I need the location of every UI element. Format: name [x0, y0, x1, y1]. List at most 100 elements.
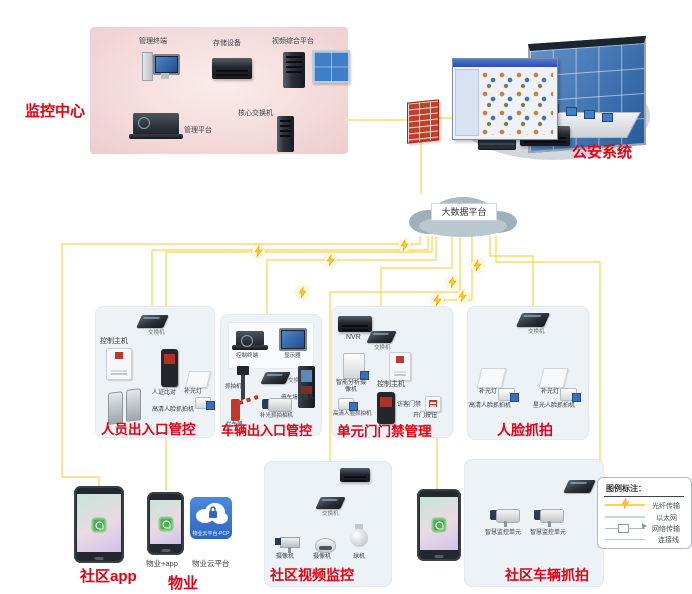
firewall-icon	[407, 99, 439, 144]
display-monitor-icon	[279, 328, 307, 351]
fill-light-icon	[184, 371, 212, 388]
legend-network-label: 网络传输	[652, 526, 680, 533]
switch-icon	[260, 372, 291, 384]
visitor-access-panel-icon	[377, 392, 395, 424]
police-desk-monitor	[584, 110, 595, 119]
legend-fiber-label: 光纤传输	[652, 503, 680, 510]
nvr-icon	[340, 468, 370, 482]
barrier-gate-label: 拦车器	[226, 422, 243, 428]
control-host-icon	[106, 348, 132, 380]
switch-label: 交换机	[148, 330, 165, 336]
switch-label: 交换机	[322, 511, 339, 517]
switch-icon	[563, 480, 596, 493]
monitoring-center-title: 监控中心	[25, 103, 86, 120]
lightning-icon	[446, 276, 459, 289]
fill-light-icon	[476, 368, 507, 388]
lightning-icon	[456, 290, 469, 303]
fill-light-label: 补光灯	[541, 389, 560, 395]
face-capture-camera-icon	[338, 398, 358, 411]
face-capture-camera-label: 高清人脸抓拍机	[333, 411, 372, 417]
lightning-icon	[324, 254, 337, 267]
community-app-phone	[74, 486, 124, 563]
box-camera-icon	[275, 535, 304, 553]
control-terminal-icon	[232, 331, 268, 350]
police-desk-monitor	[602, 113, 613, 122]
switch-label: 交换机	[288, 378, 305, 384]
door-open-button-label: 开门按钮	[413, 413, 438, 419]
analysis-camera-label: 智能分析摄像机	[335, 380, 366, 393]
smart-monitor-unit-icon	[490, 509, 520, 527]
video-wall-icon	[312, 50, 350, 83]
fill-light-icon	[538, 368, 569, 388]
id-compare-terminal-icon	[161, 349, 178, 387]
legend-network-arrow	[642, 523, 647, 529]
video-platform-label: 视频综合平台	[272, 38, 314, 45]
switch-label: 交换机	[528, 329, 545, 335]
lightning-icon	[471, 259, 484, 272]
lightning-icon	[296, 286, 309, 299]
smart-monitor-unit-label: 智慧监控单元	[484, 530, 521, 536]
box-camera-label: 摄像机	[276, 554, 295, 560]
door-open-button-icon	[425, 396, 441, 412]
fill-light-label: 补光灯	[184, 389, 203, 395]
control-host-label: 控制主机	[100, 338, 128, 345]
fill-capture-camera-label: 补光抓拍相机	[260, 413, 294, 419]
switch-label: 交换机	[374, 345, 391, 351]
zone-face-capture-title: 人脸抓拍	[497, 422, 553, 438]
legend-lightning-icon	[621, 498, 630, 510]
dome-camera-icon	[315, 538, 336, 553]
smart-monitor-unit-label: 智慧监控单元	[529, 530, 566, 536]
switch-icon	[366, 331, 397, 343]
zone-community-video	[264, 461, 392, 587]
police-system-title: 公安系统	[572, 144, 633, 161]
legend-network-box	[618, 524, 629, 533]
parking-robot-icon	[298, 366, 315, 408]
face-capture-camera-icon	[560, 388, 581, 402]
switch-icon	[136, 315, 169, 328]
nvr-icon	[338, 316, 372, 332]
capture-camera-pole-icon	[237, 366, 249, 402]
big-data-cloud: 大数据平台	[405, 192, 521, 240]
fill-light-label: 补光灯	[479, 389, 498, 395]
zone-unit-door-title: 单元门门禁管理	[337, 424, 432, 439]
core-switch-icon	[277, 116, 294, 152]
zone-person-entrance-title: 人员出入口管控	[101, 422, 196, 437]
property-app-phone	[147, 492, 184, 555]
control-host-label: 控制主机	[377, 381, 405, 388]
id-compare-label: 人证比对	[152, 390, 177, 396]
visitor-access-label: 访客门禁	[397, 402, 422, 408]
property-cloud-app-icon: 物业云平台-PCP	[190, 497, 232, 539]
management-platform-label: 管理平台	[184, 127, 212, 134]
face-capture-camera-right-label: 星光人脸抓拍机	[533, 403, 576, 409]
management-terminal-label: 管理终端	[139, 38, 167, 45]
management-platform-icon	[129, 113, 183, 139]
police-desk-monitor	[566, 107, 577, 116]
face-capture-camera-icon	[195, 397, 215, 410]
property-app-label: 物业+app	[146, 559, 178, 568]
parking-robot-label: 停车场机器人	[281, 395, 315, 401]
police-software-window	[452, 58, 558, 140]
storage-device-label: 存储设备	[213, 40, 241, 47]
property-cloud-label: 物业云平台	[192, 559, 230, 568]
face-capture-camera-label: 高清人脸抓拍机	[152, 407, 195, 413]
legend-divider	[604, 496, 684, 497]
face-capture-camera-left-label: 高清人脸抓拍机	[469, 403, 512, 409]
management-terminal-icon	[142, 50, 180, 84]
capture-camera-label: 抓拍机	[225, 384, 242, 390]
lightning-icon	[252, 245, 265, 258]
legend-ethernet-line	[605, 516, 645, 518]
property-title: 物业	[168, 575, 199, 592]
zone-community-video-title: 社区视频监控	[270, 567, 354, 583]
ptz-ball-camera-icon	[350, 524, 368, 548]
control-terminal-label: 控制终端	[236, 353, 259, 359]
turnstile-icon	[126, 388, 141, 422]
lightning-icon	[398, 239, 411, 252]
analysis-camera-icon	[343, 353, 369, 380]
face-capture-camera-icon	[498, 388, 519, 402]
switch-icon	[315, 497, 346, 509]
storage-device-icon	[212, 58, 252, 79]
ptz-ball-camera-label: 球机	[353, 554, 366, 560]
core-switch-label: 核心交换机	[238, 110, 273, 117]
control-host-icon	[389, 352, 411, 381]
